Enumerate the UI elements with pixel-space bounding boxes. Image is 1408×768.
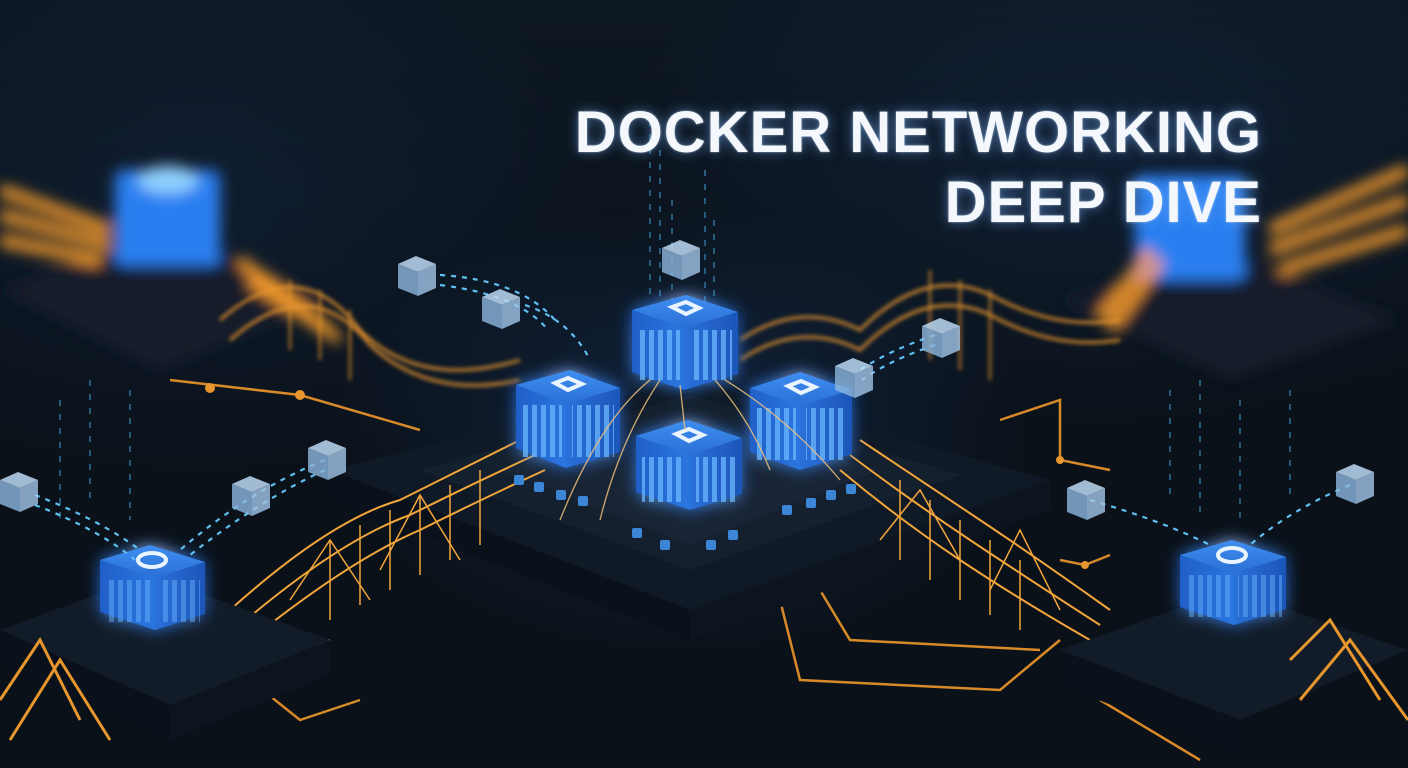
container-left — [516, 370, 620, 468]
data-cube — [232, 476, 270, 516]
upper-bridges — [219, 270, 1121, 387]
blurred-corner-nodes — [0, 164, 1408, 380]
data-cube — [0, 472, 38, 512]
data-cube — [1067, 480, 1105, 520]
data-cube — [482, 289, 520, 329]
front-bridges — [229, 439, 1111, 641]
lower-right-node — [1060, 540, 1408, 755]
connection-wires — [559, 379, 841, 521]
trace-nodes — [205, 383, 1089, 569]
data-cube — [398, 256, 436, 296]
floating-cubes — [0, 240, 1374, 520]
data-cube — [922, 318, 960, 358]
data-cube — [835, 358, 873, 398]
title-line-1: DOCKER NETWORKING — [574, 100, 1262, 165]
data-cube — [1336, 464, 1374, 504]
title-line-2: DEEP DIVE — [944, 170, 1262, 235]
data-rain — [59, 120, 1291, 520]
container-cluster — [516, 295, 852, 510]
page-title: DOCKER NETWORKING DEEP DIVE — [575, 98, 1262, 238]
container-front — [636, 420, 742, 510]
lower-left-node — [0, 545, 330, 741]
data-cube — [308, 440, 346, 480]
ports — [514, 475, 856, 550]
data-cube — [662, 240, 700, 280]
container-back — [632, 295, 738, 390]
